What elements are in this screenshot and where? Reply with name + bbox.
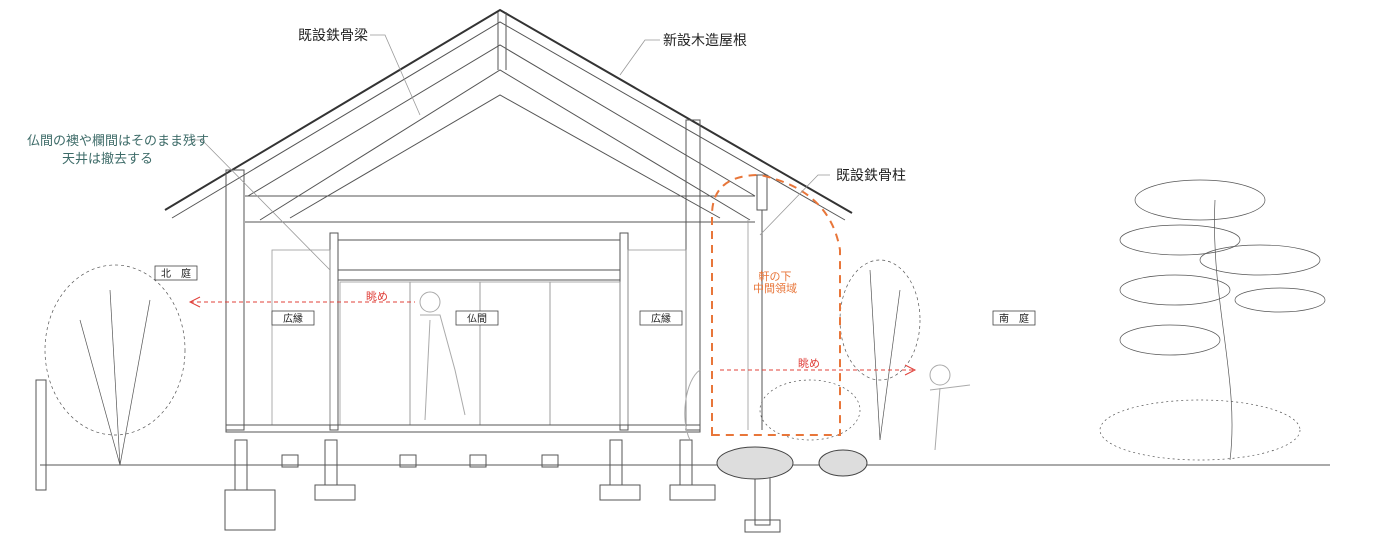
view-label-south: 眺め xyxy=(798,357,820,370)
view-label-north: 眺め xyxy=(366,290,388,303)
view-arrow-south xyxy=(720,364,917,376)
people xyxy=(419,291,971,451)
room-veranda-left: 広縁 xyxy=(283,312,303,325)
leader-lines xyxy=(192,34,830,271)
walls xyxy=(225,119,768,431)
room-north-garden: 北 庭 xyxy=(161,267,191,280)
pine-tree xyxy=(1099,179,1326,461)
view-arrow-north xyxy=(188,296,415,308)
room-butsuma: 仏間 xyxy=(467,313,487,325)
roof xyxy=(164,8,853,223)
room-south-garden: 南 庭 xyxy=(999,312,1029,325)
note-line-1: 仏間の襖や欄間はそのまま残す xyxy=(27,133,209,149)
eave-zone-outline xyxy=(711,173,841,436)
north-tree xyxy=(44,264,186,466)
floor-foundation xyxy=(35,379,1330,533)
note-line-2: 天井は撤去する xyxy=(62,151,153,167)
eave-zone-line-1: 軒の下 xyxy=(759,270,792,283)
eave-zone-line-2: 中間領域 xyxy=(753,281,797,295)
label-existing-steel-column: 既設鉄骨柱 xyxy=(836,168,906,184)
room-veranda-right: 広縁 xyxy=(651,312,671,325)
label-new-wooden-roof: 新設木造屋根 xyxy=(663,33,747,49)
label-existing-steel-beam: 既設鉄骨梁 xyxy=(298,28,368,44)
